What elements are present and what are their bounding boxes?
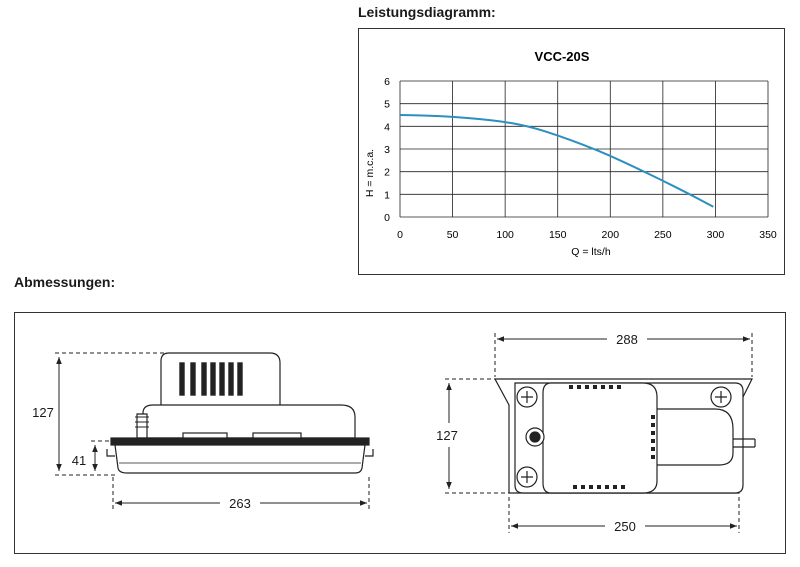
top-height-label: 127 <box>436 428 458 443</box>
x-tick-label: 250 <box>654 229 672 241</box>
side-vent-slots <box>179 362 243 396</box>
y-axis-label: H = m.c.a. <box>364 149 376 197</box>
performance-diagram-heading: Leistungsdiagramm: <box>358 4 496 20</box>
y-tick-label: 3 <box>384 144 390 156</box>
y-tick-label: 2 <box>384 167 390 179</box>
y-tick-labels: 0 1 2 3 4 5 6 <box>384 76 390 224</box>
y-tick-label: 4 <box>384 121 390 133</box>
top-width-label: 288 <box>616 332 638 347</box>
side-length-label: 263 <box>229 496 251 511</box>
x-tick-label: 300 <box>707 229 725 241</box>
x-tick-label: 50 <box>447 229 459 241</box>
performance-chart-frame: VCC-20S 0 1 2 3 4 5 6 0 50 100 150 200 250 300 350 H … <box>358 28 785 275</box>
side-height-label: 127 <box>32 405 54 420</box>
x-tick-label: 100 <box>496 229 514 241</box>
top-base-width-label: 250 <box>614 519 636 534</box>
top-view-drawing <box>493 378 756 494</box>
chart-title: VCC-20S <box>535 49 590 64</box>
side-view-dimension-lines <box>55 352 370 509</box>
x-tick-label: 150 <box>549 229 567 241</box>
side-view-drawing <box>106 352 374 474</box>
performance-chart: VCC-20S 0 1 2 3 4 5 6 0 50 100 150 200 250 300 350 H … <box>364 49 777 258</box>
y-tick-label: 6 <box>384 76 390 88</box>
dimensions-drawing-frame: 127 41 263 <box>14 312 786 554</box>
series-line-vcc-20s <box>399 114 714 208</box>
dimension-drawings: 127 41 263 <box>32 332 756 534</box>
top-view-dimension-lines <box>445 333 753 533</box>
chart-grid <box>399 80 769 218</box>
x-tick-label: 200 <box>602 229 620 241</box>
x-tick-labels: 0 50 100 150 200 250 300 350 <box>397 229 777 241</box>
y-tick-label: 0 <box>384 212 390 224</box>
x-axis-label: Q = lts/h <box>571 246 611 258</box>
side-base-height-label: 41 <box>72 453 86 468</box>
x-tick-label: 350 <box>759 229 777 241</box>
x-tick-label: 0 <box>397 229 403 241</box>
dimensions-heading: Abmessungen: <box>14 274 116 290</box>
y-tick-label: 5 <box>384 99 390 111</box>
top-vent-slots <box>569 385 655 489</box>
y-tick-label: 1 <box>384 189 390 201</box>
